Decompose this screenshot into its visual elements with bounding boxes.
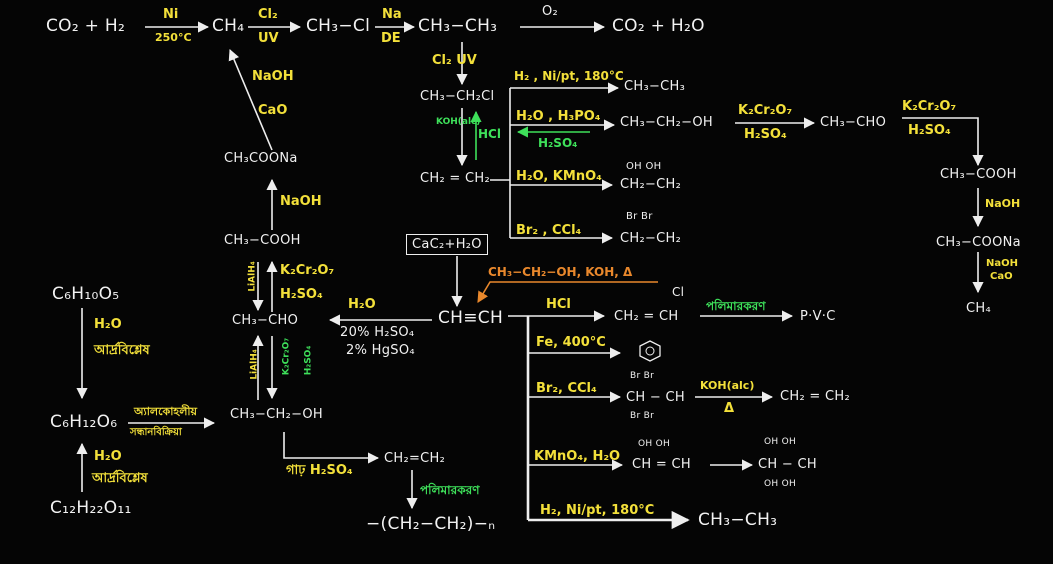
reagent-h2o-h3po4: H₂O , H₃PO₄ — [516, 110, 600, 123]
reagent-na: Na — [382, 8, 402, 21]
reagent-h2o-starch: H₂O — [94, 318, 122, 331]
compound-vinyl-cl: Cl — [672, 286, 684, 298]
compound-co2-h2o: CO₂ + H₂O — [612, 18, 705, 35]
compound-tetrabromo: CH − CH — [626, 391, 685, 404]
reagent-k2cr2o7-green: K₂Cr₂O₇ — [282, 338, 291, 376]
reagent-fermentation-b: সন্ধানবিক্রিয়া — [130, 428, 182, 438]
compound-ch4-right: CH₄ — [966, 302, 991, 315]
compound-acetic-acid-right: CH₃−COOH — [940, 168, 1017, 181]
reagent-naoh-top: NaOH — [252, 70, 294, 83]
compound-ch4-top: CH₄ — [212, 18, 244, 35]
reagent-lialh4-up: LiAlH₄ — [249, 261, 258, 291]
reagent-koh-alc-green: KOH(alc) — [436, 118, 480, 127]
reagent-h2so4-b: H₂SO₄ — [908, 124, 951, 137]
compound-sodium-acetate-right: CH₃−COONa — [936, 236, 1021, 249]
compound-tetrabromo-bottom: Br Br — [630, 412, 654, 421]
reagent-ch3ch2oh-koh: CH₃−CH₂−OH, KOH, Δ — [488, 266, 632, 278]
compound-chloroethane: CH₃−CH₂Cl — [420, 90, 494, 103]
reagent-h2o-sucrose: H₂O — [94, 450, 122, 463]
compound-tetraol: CH − CH — [758, 458, 817, 471]
reagent-hydrolysis-b: আর্দ্রবিশ্লেষ — [92, 472, 148, 485]
reagent-cl2: Cl₂ — [258, 8, 278, 21]
reagent-hydrolysis-a: আর্দ্রবিশ্লেষ — [94, 344, 150, 357]
reagent-uv: UV — [258, 32, 279, 45]
reagent-br2-ccl4: Br₂ , CCl₄ — [516, 224, 581, 237]
reagent-conc-h2so4: গাঢ় H₂SO₄ — [286, 464, 353, 477]
compound-tetrabromo-top: Br Br — [630, 372, 654, 381]
compound-sucrose: C₁₂H₂₂O₁₁ — [50, 500, 132, 517]
reagent-lialh4-down: LiAlH₄ — [251, 349, 260, 379]
compound-vinyl-chloride: CH₂ = CH — [614, 310, 678, 323]
compound-tetraol-bottom: OH OH — [764, 480, 796, 489]
compound-acetylene: CH≡CH — [438, 310, 503, 327]
compound-acetic-acid-left: CH₃−COOH — [224, 234, 301, 247]
compound-acetaldehyde-left: CH₃−CHO — [232, 314, 298, 327]
compound-sodium-acetate-left: CH₃COONa — [224, 152, 298, 165]
compound-ethene-mid: CH₂ = CH₂ — [420, 172, 490, 185]
compound-cac2-box: CaC₂+H₂O — [406, 234, 488, 255]
compound-dibromo: CH₂−CH₂ — [620, 232, 681, 245]
reagent-h2o-kmno4: H₂O, KMnO₄ — [516, 170, 602, 183]
reagent-kmno4-h2o: KMnO₄, H₂O — [534, 450, 620, 463]
compound-pvc: P·V·C — [800, 310, 836, 323]
compound-ethene-from-br: CH₂ = CH₂ — [780, 390, 850, 403]
compound-tetraol-top: OH OH — [764, 438, 796, 447]
compound-polyethene: −(CH₂−CH₂)−ₙ — [366, 516, 495, 533]
reagent-250c: 250°C — [155, 32, 192, 43]
reagent-h2so4-20: 20% H₂SO₄ — [340, 326, 414, 339]
reagent-h2so4-a: H₂SO₄ — [744, 128, 787, 141]
reagent-polymerize-1: পলিমারকরণ — [706, 300, 766, 312]
reagent-naoh-left: NaOH — [280, 195, 322, 208]
arrow-acetate-ch4 — [230, 50, 272, 150]
compound-co2-h2: CO₂ + H₂ — [46, 18, 125, 35]
compound-enediol: CH = CH — [632, 458, 691, 471]
reagent-cao-top: CaO — [258, 104, 287, 117]
reagent-ni: Ni — [163, 8, 178, 21]
reagent-fe-400: Fe, 400°C — [536, 336, 606, 349]
compound-dibromo-br: Br Br — [626, 212, 653, 222]
reagent-polymerize-2: পলিমারকরণ — [420, 484, 480, 496]
reagent-o2: O₂ — [542, 5, 558, 18]
reagent-fermentation-a: অ্যালকোহলীয় — [134, 406, 197, 417]
reagent-br2-ccl4-b: Br₂, CCl₄ — [536, 382, 597, 395]
reagent-dry-ether: DE — [381, 32, 401, 45]
compound-glycol-oh: OH OH — [626, 162, 661, 172]
reagent-hgso4-2: 2% HgSO₄ — [346, 344, 415, 357]
reagent-h2so4-green2: H₂SO₄ — [304, 346, 313, 376]
compound-glucose: C₆H₁₂O₆ — [50, 414, 117, 431]
compound-ethanol-left: CH₃−CH₂−OH — [230, 408, 323, 421]
benzene-ring-icon — [640, 341, 660, 361]
compound-ethanol-right: CH₃−CH₂−OH — [620, 116, 713, 129]
reagent-h2so4-left: H₂SO₄ — [280, 288, 323, 301]
reagent-cl2-uv-down: Cl₂ UV — [432, 54, 477, 67]
compound-acetaldehyde-right: CH₃−CHO — [820, 116, 886, 129]
reagent-naoh-cao-right: NaOH — [986, 259, 1018, 269]
compound-glycol: CH₂−CH₂ — [620, 178, 681, 191]
compound-starch: C₆H₁₀O₅ — [52, 286, 119, 303]
reagent-hcl-green: HCl — [478, 128, 501, 140]
reagent-h2-ni: H₂ , Ni/pt, 180°C — [514, 70, 624, 82]
reagent-naoh-right: NaOH — [985, 198, 1020, 209]
compound-ethene-bottom: CH₂=CH₂ — [384, 452, 445, 465]
reagent-delta: Δ — [724, 402, 734, 415]
reagent-koh-alc: KOH(alc) — [700, 380, 754, 391]
reagent-cao-right: CaO — [990, 272, 1013, 282]
compound-ethane-top: CH₃−CH₃ — [418, 18, 497, 35]
compound-diol-oh: OH OH — [638, 440, 670, 449]
reagent-h2o-left: H₂O — [348, 298, 376, 311]
arrow-ethanol-ethene — [284, 432, 378, 458]
reagent-hcl-top: HCl — [546, 298, 571, 311]
reagent-k2cr2o7-b: K₂Cr₂O₇ — [902, 100, 956, 113]
reagent-k2cr2o7-a: K₂Cr₂O₇ — [738, 104, 792, 117]
reagent-k2cr2o7-left: K₂Cr₂O₇ — [280, 264, 334, 277]
compound-ethane-bottom: CH₃−CH₃ — [698, 512, 777, 529]
compound-ch3cl: CH₃−Cl — [306, 18, 370, 35]
reagent-h2-ni-b: H₂, Ni/pt, 180°C — [540, 504, 654, 517]
reagent-h2so4-green: H₂SO₄ — [538, 137, 577, 149]
compound-ethane-h2: CH₃−CH₃ — [624, 80, 685, 93]
